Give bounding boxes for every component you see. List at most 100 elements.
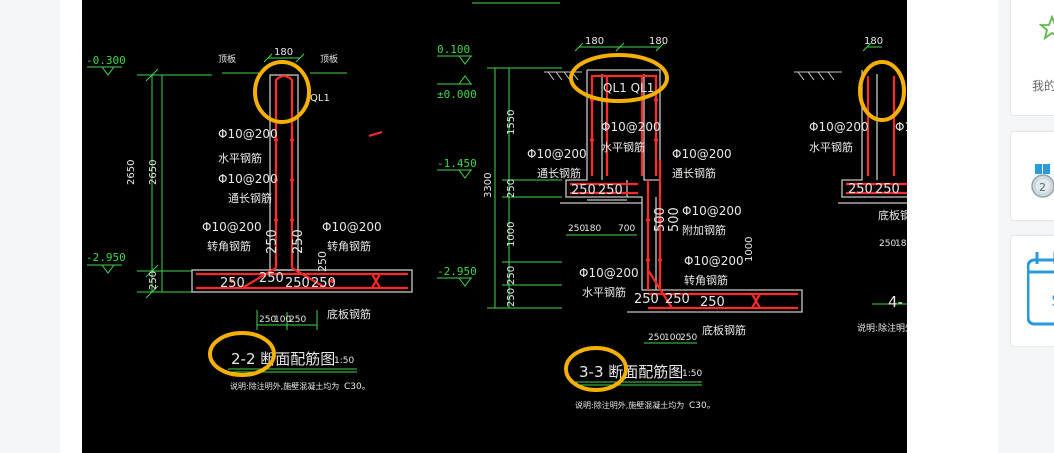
dim-700-mid-row: 700 — [618, 224, 635, 234]
dim-250-mid-b: 250 — [506, 266, 517, 285]
sidebar-card-calendar[interactable]: $ — [1010, 235, 1054, 347]
dim-180-right-row: 180 — [895, 239, 907, 249]
level-minus-2950-left: -2.950 — [86, 251, 126, 264]
note-right: 说明:除注明外 — [857, 322, 907, 334]
rebar-horizontal-1: 水平钢筋 — [218, 151, 262, 165]
highlight-ring-title-3-3 — [564, 346, 628, 392]
top-plate-label-right: 顶板 — [320, 53, 338, 65]
bottom-plate-label-mid: 底板钢筋 — [702, 323, 746, 337]
scale-2-2: 1:50 — [334, 356, 354, 366]
rebar-spec-m5: Φ10@200 — [684, 254, 744, 268]
dim-250-base-3: 250 — [285, 276, 310, 291]
rebar-spec-r2: Φ10@200 — [895, 120, 907, 134]
highlight-ring-ql1-right — [858, 60, 906, 122]
dim-250-wall-c: 250 — [316, 251, 329, 272]
dim-250-mid-base-a: 250 — [571, 183, 596, 198]
section-4: 180 Φ10@200 水平钢筋 Φ10@200 250 250 250 180… — [794, 36, 907, 334]
section-3-3-title: 3-3 断面配筋图 — [579, 363, 683, 381]
dim-250-bottom-b: 250 — [289, 315, 306, 325]
dim-250-mid-base-c: 250 — [634, 292, 659, 307]
rebar-horizontal-m1: 水平钢筋 — [601, 140, 645, 154]
dim-500-b: 500 — [667, 207, 682, 232]
section-3-3: 0.100 ±0.000 -1.450 -2.950 3300 1550 250… — [437, 36, 803, 411]
rebar-spec-m6: Φ10@200 — [579, 266, 639, 280]
dim-250-mid-row-a: 250 — [568, 224, 585, 234]
dim-2650-b: 2650 — [148, 160, 159, 185]
sidebar-card-medal[interactable]: 2 — [1010, 131, 1054, 221]
dim-250-bottom-a: 250 — [259, 315, 276, 325]
rebar-through-m2: 通长钢筋 — [672, 166, 716, 180]
dim-250-right-b: 250 — [875, 182, 900, 197]
section-4-title: 4- — [888, 293, 903, 311]
dim-180-mid-b: 180 — [649, 36, 668, 47]
rebar-through-m1: 通长钢筋 — [537, 166, 581, 180]
dim-250-right-row: 250 — [879, 239, 896, 249]
highlight-ring-ql1-pair — [569, 53, 669, 103]
dim-1000-mid: 1000 — [506, 222, 517, 247]
dim-250-mid-row-b: 250 — [648, 333, 665, 343]
dim-250-mid-a: 250 — [506, 179, 517, 198]
dim-1000-right: 1000 — [744, 237, 755, 262]
svg-text:2: 2 — [1039, 181, 1046, 194]
dim-1550: 1550 — [506, 110, 517, 135]
rebar-spec-4: Φ10@200 — [322, 220, 382, 234]
dim-250-wall-a: 250 — [265, 229, 280, 254]
dim-2650-a: 2650 — [126, 160, 137, 185]
rebar-spec-m2: Φ10@200 — [527, 147, 587, 161]
tag-ql1-pair: QL1 QL1 — [603, 81, 654, 95]
dim-250-right-a: 250 — [848, 182, 873, 197]
dim-250-mid-base-e: 250 — [700, 295, 725, 310]
rebar-spec-1: Φ10@200 — [218, 127, 278, 141]
cad-drawing-image[interactable]: -0.300 -2.950 2650 2650 250 180 顶板 顶板 — [82, 0, 907, 453]
rebar-horizontal-m2: 水平钢筋 — [582, 285, 626, 299]
dim-250-mid-base-d: 250 — [665, 292, 690, 307]
rebar-spec-3: Φ10@200 — [202, 220, 262, 234]
level-minus-0300: -0.300 — [86, 54, 126, 67]
dim-180-mid-a: 180 — [585, 36, 604, 47]
calendar-icon: $ — [1027, 252, 1054, 326]
rebar-corner-2: 转角钢筋 — [327, 239, 371, 253]
highlight-ring-ql1-left — [253, 60, 311, 124]
dim-100-mid-row: 100 — [664, 333, 681, 343]
sidebar-mine-label: 我的 — [1032, 79, 1054, 93]
rebar-additional-m1: 附加钢筋 — [682, 223, 726, 237]
star-outline-icon — [1039, 15, 1054, 41]
level-plus-0100: 0.100 — [437, 43, 470, 56]
dim-180-top-left: 180 — [274, 47, 293, 58]
rebar-spec-m3: Φ10@200 — [672, 147, 732, 161]
level-minus-2950-mid: -2.950 — [437, 265, 477, 278]
highlight-ring-title-2-2 — [208, 331, 276, 377]
rebar-spec-2: Φ10@200 — [218, 172, 278, 186]
stray-red-mark — [368, 131, 383, 137]
level-minus-1450: -1.450 — [437, 157, 477, 170]
rebar-corner-m1: 转角钢筋 — [684, 273, 728, 287]
highlight-rings — [208, 53, 906, 392]
tag-ql1-left: QL1 — [310, 93, 330, 104]
bottom-plate-label-right: 底板钢筋 — [878, 208, 907, 222]
dim-100-bottom: 100 — [274, 315, 291, 325]
dim-250-base-1: 250 — [220, 276, 245, 291]
cad-drawing-canvas: -0.300 -2.950 2650 2650 250 180 顶板 顶板 — [86, 2, 907, 411]
top-plate-label-left: 顶板 — [218, 53, 236, 65]
dim-250-base-4: 250 — [311, 276, 336, 291]
svg-text:$: $ — [1051, 290, 1054, 311]
rebar-horizontal-r1: 水平钢筋 — [809, 140, 853, 154]
rebar-spec-m1: Φ10@200 — [601, 120, 661, 134]
dim-250-base-2: 250 — [259, 271, 284, 286]
scale-3-3: 1:50 — [682, 369, 702, 379]
rebar-through-1: 通长钢筋 — [228, 191, 272, 205]
dim-250-left: 250 — [148, 271, 159, 290]
rebar-spec-m4: Φ10@200 — [682, 204, 742, 218]
dim-180-mid-row: 180 — [584, 224, 601, 234]
rebar-corner-1: 转角钢筋 — [207, 239, 251, 253]
dim-500-a: 500 — [653, 207, 668, 232]
level-plus-0000: ±0.000 — [437, 88, 477, 101]
section-2-2-title: 2-2 断面配筋图 — [231, 350, 335, 368]
dim-250-mid-base-b: 250 — [598, 183, 623, 198]
note-2-2: 说明:除注明外,施壁混凝土均为 — [230, 381, 339, 391]
concrete-2-2: C30。 — [344, 382, 371, 392]
bottom-plate-label-left: 底板钢筋 — [327, 307, 371, 321]
sidebar-card-mine[interactable]: 我的 — [1010, 0, 1054, 116]
dim-250-mid-row-c: 250 — [680, 333, 697, 343]
dim-250-mid-c: 250 — [506, 288, 517, 307]
